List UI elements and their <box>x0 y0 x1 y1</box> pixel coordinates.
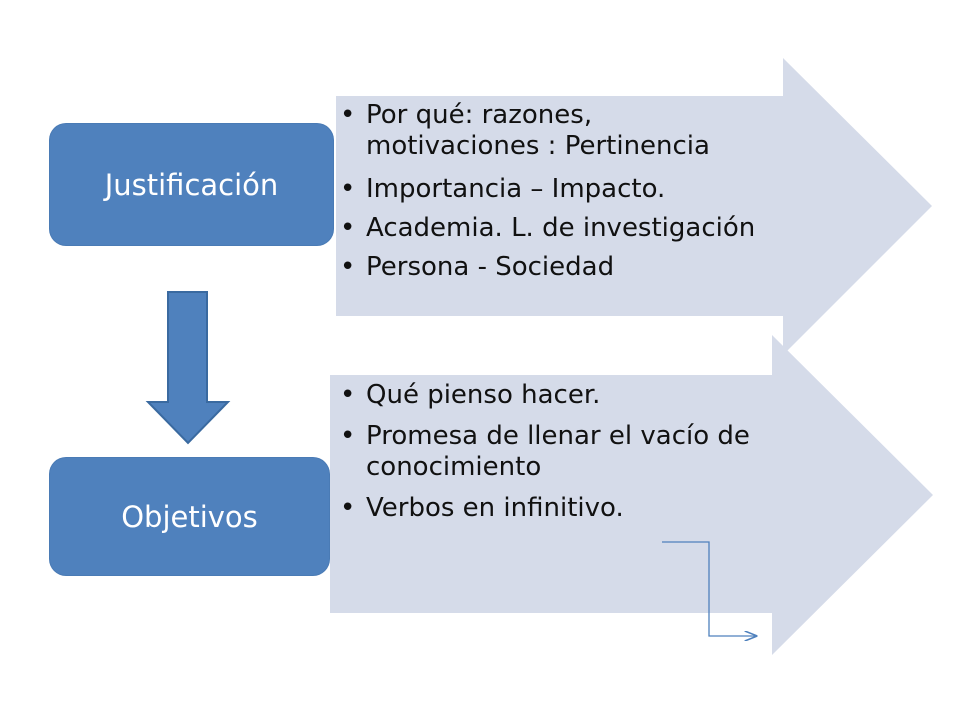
justificacion-bullet-list: • Por qué: razones, motivaciones : Perti… <box>336 100 816 295</box>
list-item: • Promesa de llenar el vacío de conocimi… <box>336 421 826 483</box>
justificacion-arrow <box>336 58 932 355</box>
bullet-text: Por qué: razones, motivaciones : Pertine… <box>366 100 710 161</box>
objetivos-arrow <box>330 335 933 655</box>
bullet-icon: • <box>340 421 356 451</box>
bullet-text: Importancia – Impacto. <box>366 174 666 204</box>
list-item: • Qué pienso hacer. <box>336 380 826 411</box>
list-item: • Importancia – Impacto. <box>336 174 816 205</box>
bullet-text: Qué pienso hacer. <box>366 380 601 410</box>
justificacion-box: Justificación <box>50 124 333 245</box>
justificacion-title: Justificación <box>104 167 279 202</box>
bullet-icon: • <box>340 174 356 204</box>
bullet-text: Persona - Sociedad <box>366 252 615 282</box>
list-item: • Academia. L. de investigación <box>336 213 816 244</box>
bullet-icon: • <box>340 380 356 410</box>
bullet-icon: • <box>340 213 356 243</box>
bullet-text: Verbos en infinitivo. <box>366 493 624 523</box>
list-item: • Verbos en infinitivo. <box>336 493 826 524</box>
bullet-text: Academia. L. de investigación <box>366 213 756 243</box>
bullet-icon: • <box>340 252 356 282</box>
bullet-icon: • <box>340 493 356 523</box>
down-arrow-icon <box>145 291 231 445</box>
objetivos-bullet-list: • Qué pienso hacer. • Promesa de llenar … <box>336 380 826 534</box>
bullet-icon: • <box>340 100 356 130</box>
list-item: • Persona - Sociedad <box>336 252 816 283</box>
list-item: • Por qué: razones, motivaciones : Perti… <box>336 100 816 162</box>
objetivos-box: Objetivos <box>50 458 329 575</box>
bullet-text: Promesa de llenar el vacío de conocimien… <box>366 421 750 482</box>
objetivos-title: Objetivos <box>121 499 258 534</box>
